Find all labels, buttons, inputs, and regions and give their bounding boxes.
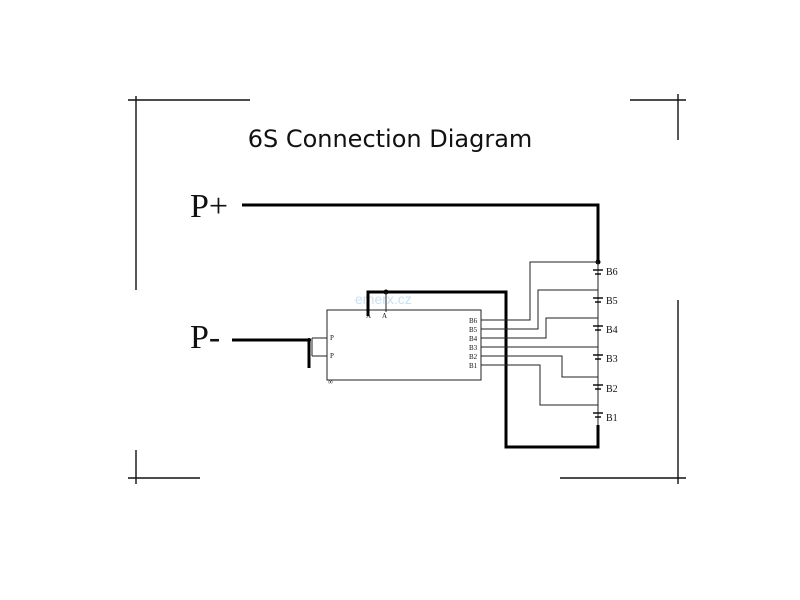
board-pin-p-1: P — [330, 334, 334, 342]
battery-label-b6: B6 — [606, 267, 618, 278]
battery-b4: B4 — [593, 325, 618, 336]
p-plus-wire — [242, 203, 600, 262]
board-corner-mark: ∞ — [328, 378, 333, 386]
board-pin-a-2: A — [382, 312, 387, 320]
battery-label-b5: B5 — [606, 296, 618, 307]
battery-stack: B6 B5 B4 B3 B2 B1 — [593, 262, 618, 425]
b-minus-wire — [366, 290, 600, 449]
battery-label-b1: B1 — [606, 413, 618, 424]
board-pin-b3: B3 — [469, 344, 478, 352]
diagram-frame — [128, 94, 686, 484]
board-pin-b2: B2 — [469, 353, 478, 361]
battery-b1: B1 — [593, 412, 618, 424]
battery-label-b4: B4 — [606, 325, 618, 336]
board-pin-p-2: P — [330, 352, 334, 360]
board-pin-b1: B1 — [469, 362, 478, 370]
board-pin-b4: B4 — [469, 335, 478, 343]
p-minus-wire — [232, 338, 311, 368]
battery-b2: B2 — [593, 384, 618, 395]
balance-wires — [481, 261, 598, 406]
p-minus-junction — [307, 338, 311, 342]
battery-b3: B3 — [593, 354, 618, 365]
diagram-title: 6S Connection Diagram — [248, 125, 533, 153]
p-minus-label: P- — [190, 319, 220, 356]
battery-b5: B5 — [593, 296, 618, 307]
p-plus-label: P+ — [190, 188, 228, 225]
protection-board: P P A A ∞ B6 B5 B4 B3 B2 B1 — [311, 309, 482, 386]
battery-label-b2: B2 — [606, 384, 618, 395]
board-pin-b5: B5 — [469, 326, 478, 334]
battery-b6: B6 — [593, 267, 618, 278]
battery-label-b3: B3 — [606, 354, 618, 365]
board-pin-b6: B6 — [469, 317, 478, 325]
